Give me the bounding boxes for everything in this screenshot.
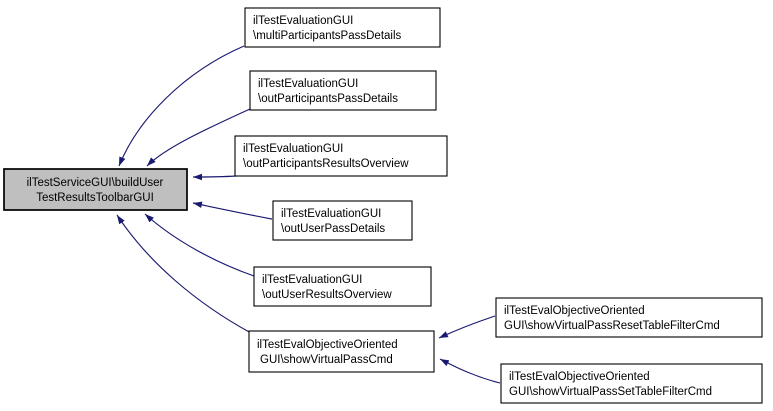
edge-outUserResultsOverview-to-main <box>144 213 255 277</box>
node-box[interactable] <box>249 70 437 111</box>
node-outParticipantsResultsOverview[interactable]: ilTestEvaluationGUI \outParticipantsResu… <box>234 135 448 177</box>
node-box[interactable] <box>244 7 441 48</box>
node-showVirtualPassResetTableFilterCmd[interactable]: ilTestEvalObjectiveOriented GUI\showVirt… <box>495 297 763 338</box>
edge-showVirtualPassSetTableFilterCmd-to-showVirtualPassCmd <box>439 358 501 384</box>
node-label-line2: TestResultsToolbarGUI <box>36 192 154 204</box>
node-showVirtualPassCmd[interactable]: ilTestEvalObjectiveOriented GUI\showVirt… <box>248 330 435 373</box>
node-label-line2: GUI\showVirtualPassSetTableFilterCmd <box>509 386 712 398</box>
node-label-line2: \outUserPassDetails <box>281 223 385 235</box>
node-label-line1: ilTestEvalObjectiveOriented <box>257 339 398 351</box>
edge-outParticipantsResultsOverview-to-main <box>192 173 237 181</box>
edge-group <box>116 45 501 384</box>
node-buildUserTestResultsToolbarGUI: ilTestServiceGUI\buildUser TestResultsTo… <box>3 168 188 211</box>
node-label-line1: ilTestEvaluationGUI <box>281 208 381 220</box>
node-label-line2: \outParticipantsResultsOverview <box>243 158 409 170</box>
node-box[interactable] <box>495 297 763 338</box>
node-label-line2: GUI\showVirtualPassResetTableFilterCmd <box>504 320 720 332</box>
node-label-line1: ilTestServiceGUI\buildUser <box>27 177 164 189</box>
node-label-line1: ilTestEvalObjectiveOriented <box>504 305 645 317</box>
node-box[interactable] <box>500 363 763 404</box>
node-label-line1: ilTestEvaluationGUI <box>253 15 353 27</box>
node-label-line1: ilTestEvaluationGUI <box>262 274 362 286</box>
node-label-line2: \outParticipantsPassDetails <box>258 93 398 105</box>
edge-multiParticipantsPassDetails-to-main <box>118 45 245 167</box>
node-label-line1: ilTestEvaluationGUI <box>258 78 358 90</box>
node-showVirtualPassSetTableFilterCmd[interactable]: ilTestEvalObjectiveOriented GUI\showVirt… <box>500 363 763 404</box>
node-box[interactable] <box>253 266 432 307</box>
edge-showVirtualPassCmd-to-main <box>116 214 252 334</box>
node-label-line2: GUI\showVirtualPassCmd <box>260 354 393 366</box>
node-label-line1: ilTestEvalObjectiveOriented <box>509 371 650 383</box>
node-outUserResultsOverview[interactable]: ilTestEvaluationGUI \outUserResultsOverv… <box>253 266 432 307</box>
node-label-line1: ilTestEvaluationGUI <box>243 143 343 155</box>
node-box <box>3 168 188 211</box>
node-box[interactable] <box>272 200 413 241</box>
edge-outUserPassDetails-to-main <box>192 201 273 220</box>
node-label-line2: \multiParticipantsPassDetails <box>253 30 402 42</box>
edge-showVirtualPassResetTableFilterCmd-to-showVirtualPassCmd <box>438 315 496 339</box>
edge-outParticipantsPassDetails-to-main <box>146 108 251 167</box>
node-box[interactable] <box>234 135 448 177</box>
node-box[interactable] <box>248 330 435 373</box>
node-outParticipantsPassDetails[interactable]: ilTestEvaluationGUI \outParticipantsPass… <box>249 70 437 111</box>
node-outUserPassDetails[interactable]: ilTestEvaluationGUI \outUserPassDetails <box>272 200 413 241</box>
node-multiParticipantsPassDetails[interactable]: ilTestEvaluationGUI \multiParticipantsPa… <box>244 7 441 48</box>
node-label-line2: \outUserResultsOverview <box>262 289 392 301</box>
